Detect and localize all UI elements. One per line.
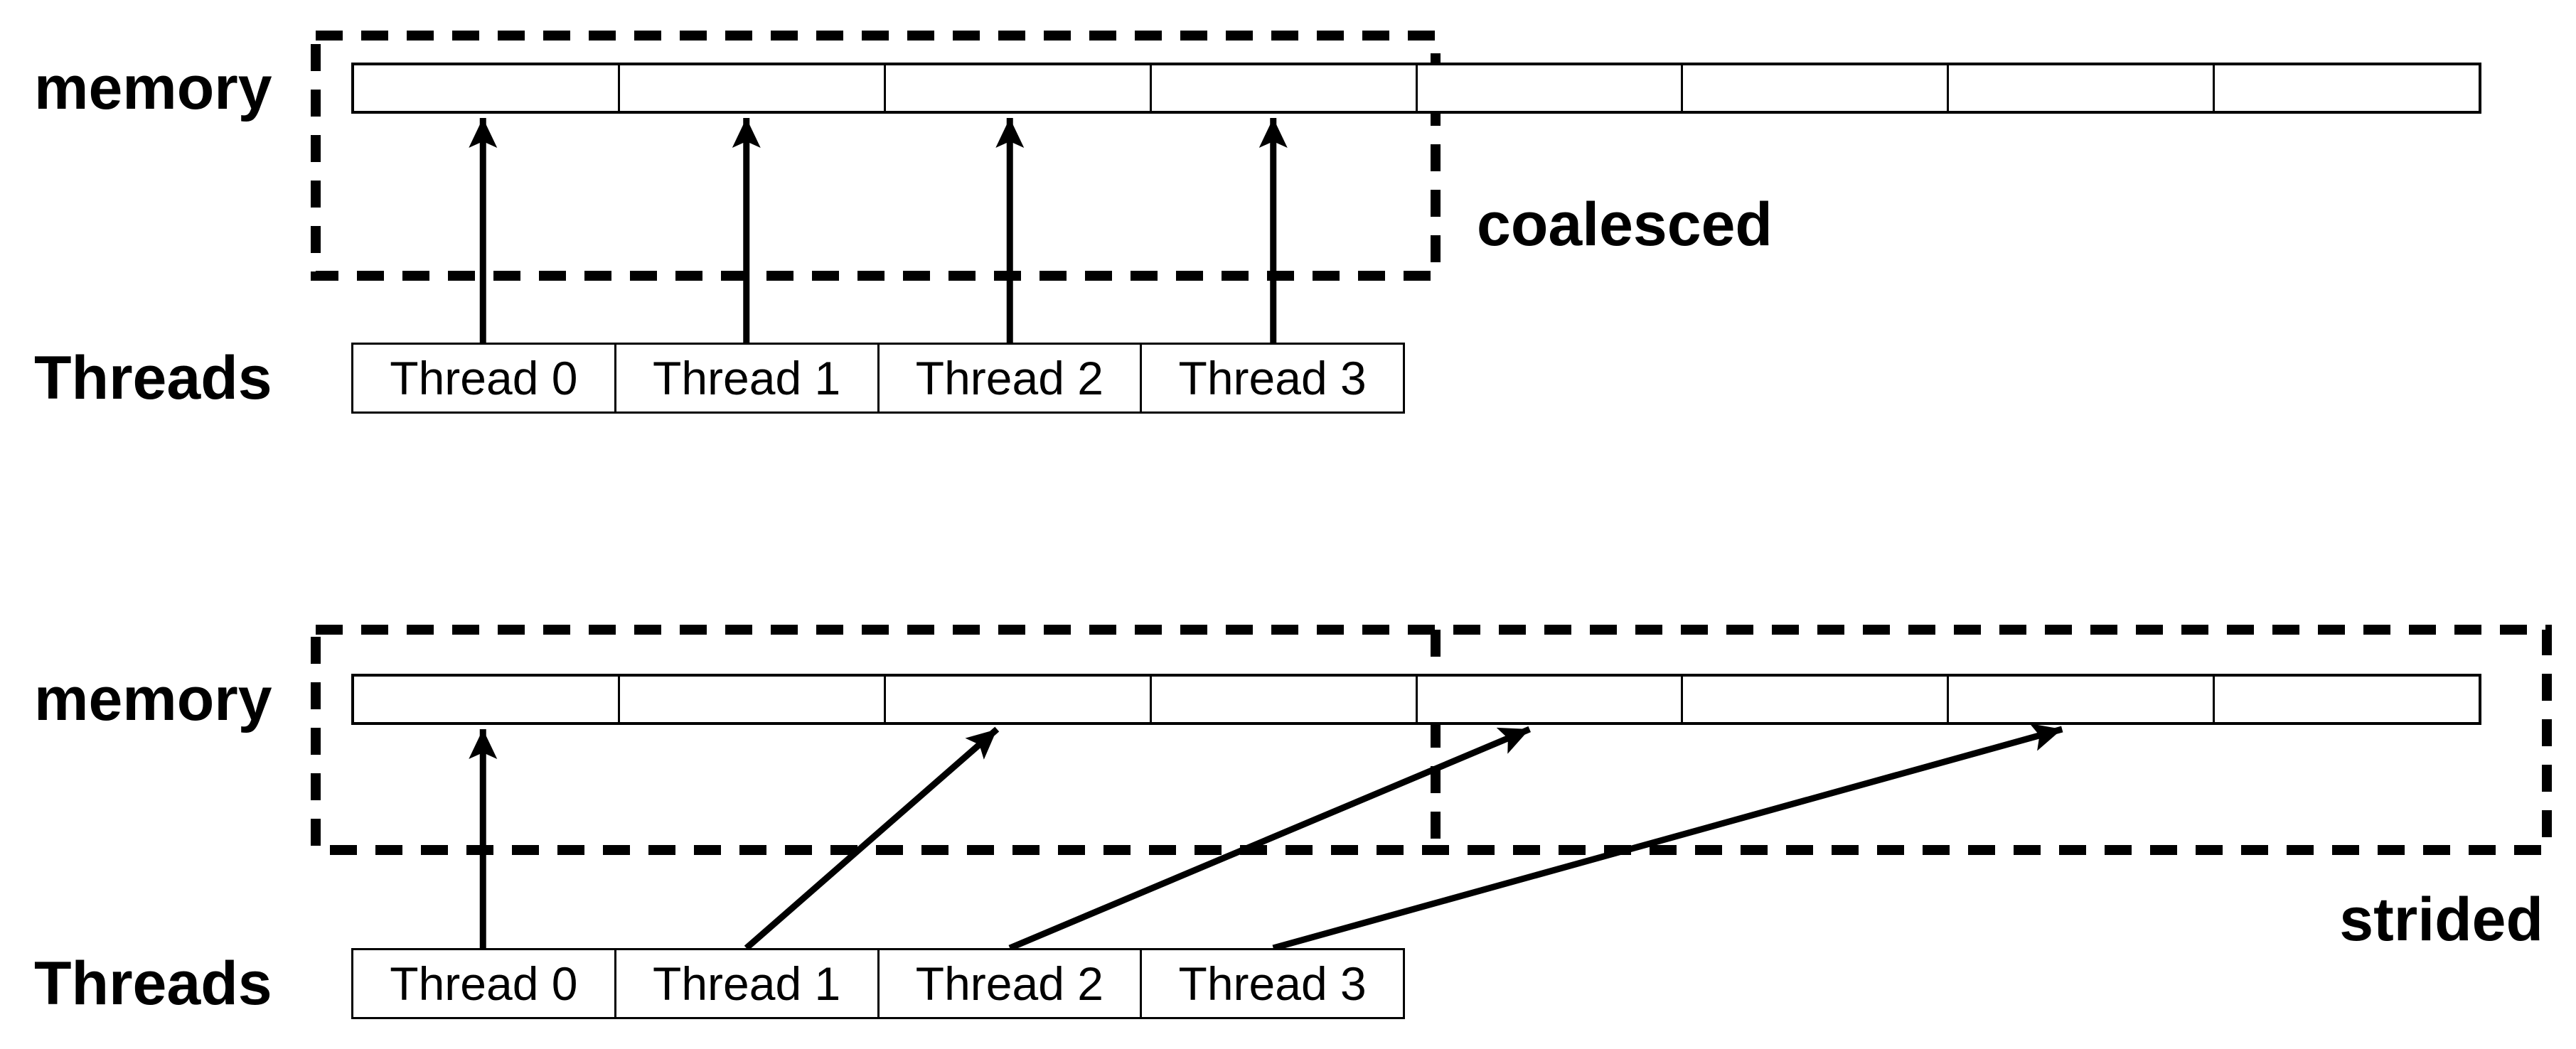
memory-cell: [1415, 65, 1682, 111]
thread-box: Thread 3: [1140, 950, 1403, 1017]
memory-cell: [1947, 65, 2213, 111]
memory-cell: [883, 65, 1150, 111]
thread-box: Thread 1: [614, 345, 877, 411]
memory-cell: [1681, 677, 1947, 722]
access-arrow: [1008, 726, 1531, 952]
pattern-label-strided: strided: [2339, 886, 2543, 954]
memory-cell: [354, 65, 618, 111]
memory-cell: [354, 677, 618, 722]
memory-cell: [1149, 677, 1416, 722]
memory-cell: [1415, 677, 1682, 722]
memory-label: memory: [34, 665, 272, 733]
thread-box: Thread 2: [877, 950, 1140, 1017]
memory-cell: [883, 677, 1150, 722]
memory-row: [351, 63, 2481, 114]
memory-cell: [2213, 677, 2479, 722]
memory-cell: [1947, 677, 2213, 722]
memory-cell: [2213, 65, 2479, 111]
threads-label: Threads: [34, 950, 272, 1018]
access-arrow: [744, 726, 1000, 951]
thread-box: Thread 3: [1140, 345, 1403, 411]
memory-label: memory: [34, 54, 272, 122]
access-arrow: [1272, 723, 2063, 952]
dashed-region-outline: [311, 625, 2552, 855]
threads-label: Threads: [34, 344, 272, 412]
thread-box: Thread 1: [614, 950, 877, 1017]
memory-row: [351, 674, 2481, 725]
thread-box: Thread 2: [877, 345, 1140, 411]
thread-box: Thread 0: [390, 957, 578, 1010]
memory-cell: [617, 65, 884, 111]
thread-box: Thread 0: [390, 352, 578, 404]
memory-cell: [1149, 65, 1416, 111]
memory-cell: [1681, 65, 1947, 111]
memory-cell: [617, 677, 884, 722]
pattern-label-coalesced: coalesced: [1477, 190, 1773, 259]
